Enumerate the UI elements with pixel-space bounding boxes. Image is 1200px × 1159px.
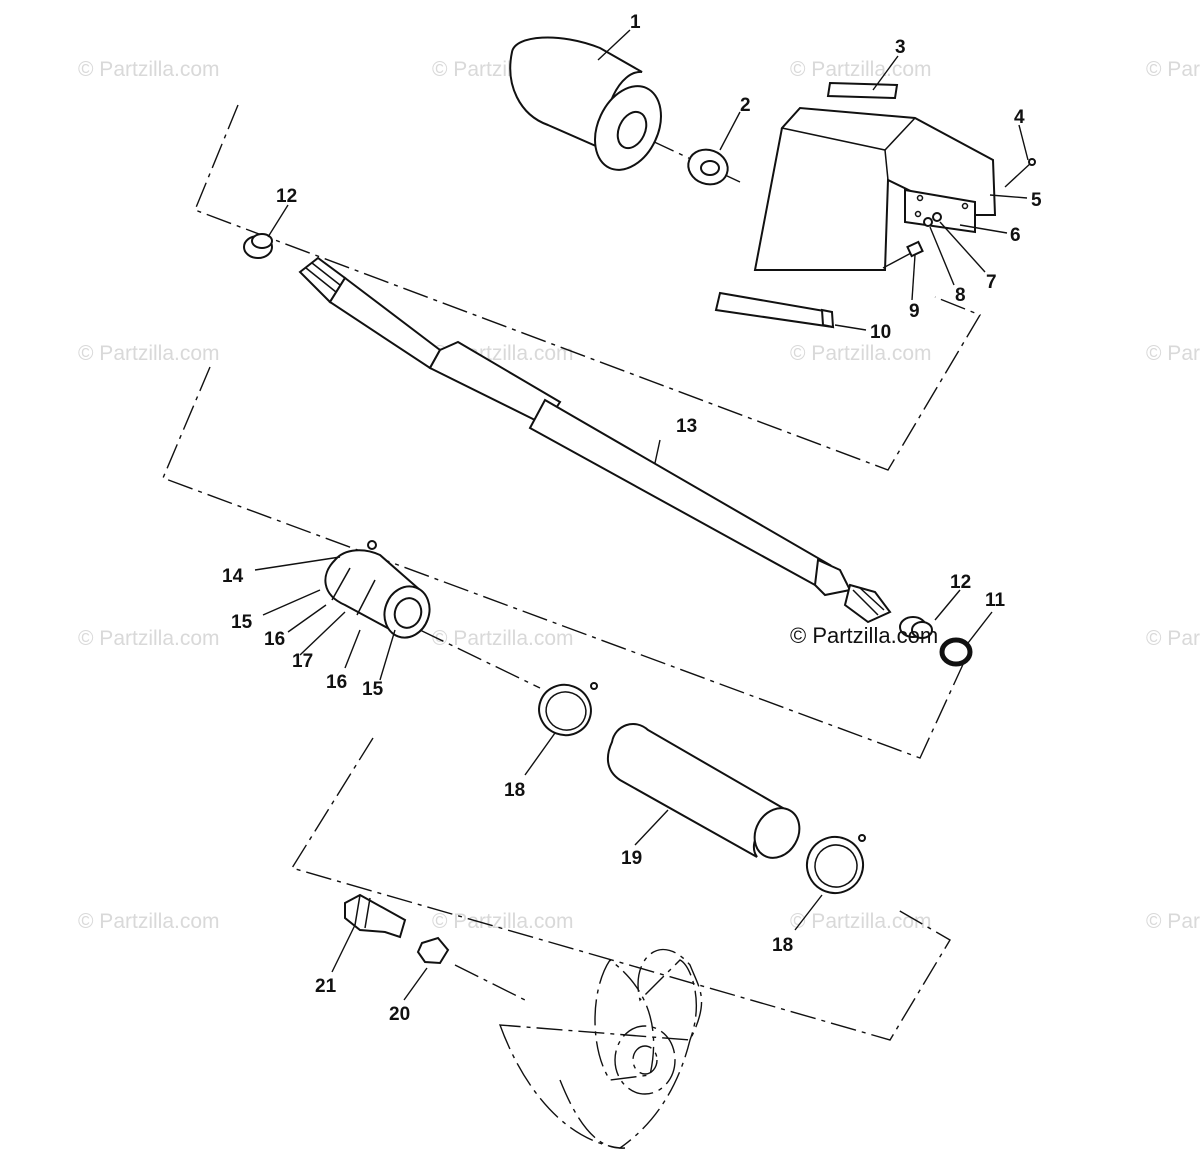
callout-8: 8: [955, 285, 966, 306]
part-9-pin: [882, 240, 924, 269]
watermark: © Partzilla.com: [1146, 342, 1200, 365]
watermark: © Partzilla.com: [432, 910, 574, 933]
callout-15-right: 15: [362, 679, 384, 700]
callout-19: 19: [621, 848, 642, 869]
impeller-reference: [498, 948, 703, 1149]
callout-7: 7: [986, 272, 997, 293]
watermark: © Partzilla.com: [432, 627, 574, 650]
callout-13: 13: [676, 416, 697, 437]
callout-20: 20: [389, 1004, 410, 1025]
copyright-notice: © Partzilla.com: [790, 623, 938, 648]
part-13-drive-shaft: [298, 256, 892, 624]
callout-4: 4: [1014, 107, 1025, 128]
watermark: © Partzilla.com: [1146, 910, 1200, 933]
callout-leaders: [254, 29, 1029, 1001]
callout-12-top: 12: [276, 186, 297, 207]
guide-clamp: [419, 629, 541, 689]
guide-middle: [162, 366, 966, 759]
guide-upper: [194, 104, 982, 471]
callout-5: 5: [1031, 190, 1042, 211]
callout-15-left: 15: [231, 612, 253, 633]
part-18-clamp-lower: [806, 834, 866, 894]
watermark: © Partzilla.com: [78, 342, 220, 365]
part-12-bushing-bottom: [899, 616, 933, 639]
part-11-seal: [939, 637, 973, 667]
callout-10: 10: [870, 322, 891, 343]
callout-12-bottom: 12: [950, 572, 971, 593]
callout-3: 3: [895, 37, 906, 58]
callout-21: 21: [315, 976, 337, 997]
callout-16-right: 16: [326, 672, 347, 693]
watermark: © Partzilla.com: [78, 910, 220, 933]
watermark-layer: © Partzilla.com © Partzilla.com © Partzi…: [78, 58, 1200, 933]
part-4-screw: [1004, 158, 1036, 188]
part-2-washer: [687, 148, 729, 186]
assembly-guides: [162, 104, 982, 1041]
callout-1: 1: [630, 12, 641, 33]
part-20-nut: [416, 936, 450, 965]
callout-9: 9: [909, 301, 920, 322]
watermark: © Partzilla.com: [790, 58, 932, 81]
callout-11: 11: [985, 590, 1006, 611]
part-7-8-nuts: [923, 212, 942, 227]
part-19-hose: [606, 723, 801, 859]
callout-6: 6: [1010, 225, 1021, 246]
guide-lower: [290, 737, 951, 1041]
callout-2: 2: [740, 95, 751, 116]
callout-18-lower: 18: [772, 935, 793, 956]
part-12-bushing-top: [243, 233, 273, 259]
guide-impeller: [454, 964, 526, 1001]
watermark: © Partzilla.com: [790, 910, 932, 933]
part-14-17-coupler-assembly: [324, 540, 431, 639]
watermark: © Partzilla.com: [78, 58, 220, 81]
part-1-bearing-housing: [509, 36, 662, 171]
watermark: © Partzilla.com: [790, 342, 932, 365]
part-6-plate: [904, 188, 976, 234]
part-3-pad: [826, 81, 899, 100]
watermark: © Partzilla.com: [1146, 627, 1200, 650]
watermark: © Partzilla.com: [1146, 58, 1200, 81]
callout-14: 14: [222, 566, 244, 587]
callout-labels: 1 2 3 4 5 6 7 8 9 10 11 12 12 13 14 15 1…: [222, 12, 1042, 1025]
callout-18-upper: 18: [504, 780, 525, 801]
callout-16-left: 16: [264, 629, 285, 650]
part-18-clamp-upper: [538, 682, 598, 737]
callout-17: 17: [292, 651, 313, 672]
part-5-cover: [753, 106, 997, 271]
watermark: © Partzilla.com: [78, 627, 220, 650]
part-10-pad: [714, 291, 835, 329]
part-21-fitting: [344, 893, 407, 939]
